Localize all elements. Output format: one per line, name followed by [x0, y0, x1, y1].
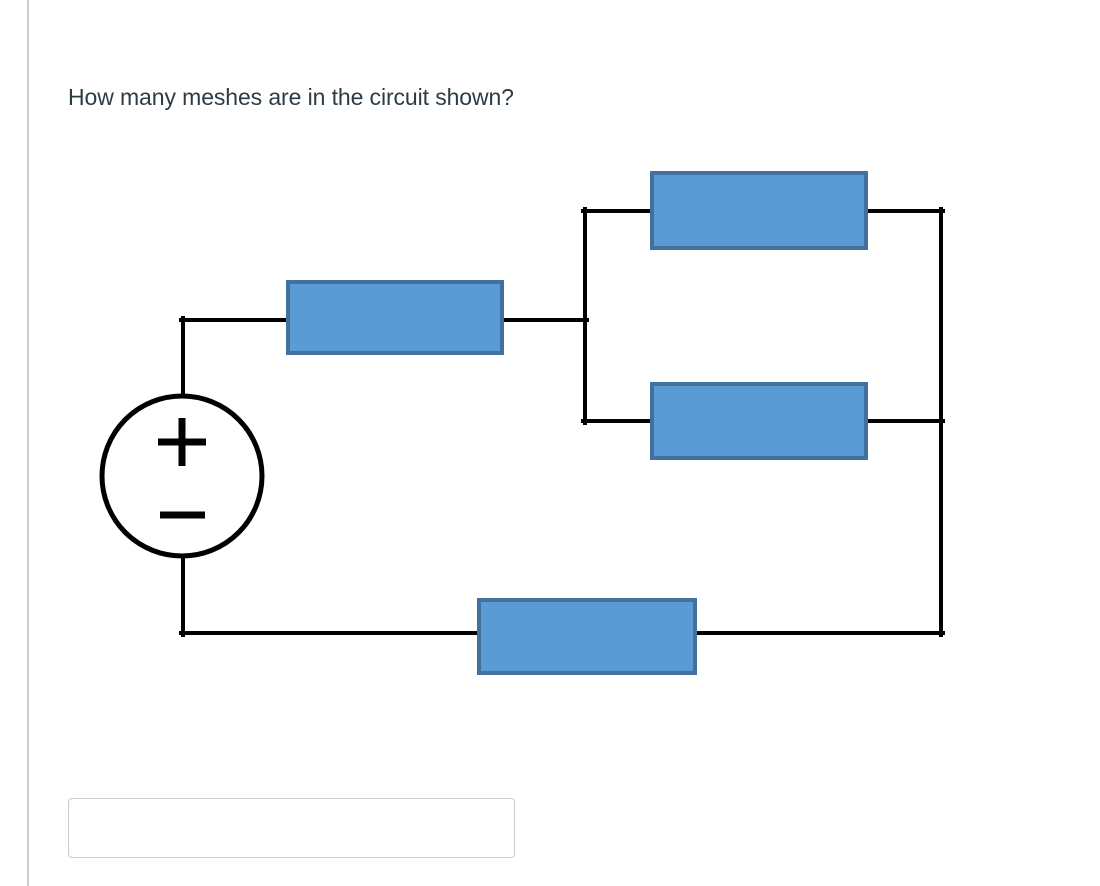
resistor-mid-right: [650, 382, 868, 460]
resistors: [286, 171, 868, 675]
plus-icon: [158, 418, 206, 466]
answer-input[interactable]: [68, 798, 515, 858]
left-divider-rule: [27, 0, 29, 886]
resistor-left: [286, 280, 504, 355]
voltage-source-circle: [99, 393, 265, 559]
resistor-bottom: [477, 598, 697, 675]
circuit-diagram-svg: [99, 171, 945, 675]
circuit-wires: [179, 207, 945, 637]
question-prompt: How many meshes are in the circuit shown…: [68, 84, 514, 110]
voltage-source: [99, 393, 265, 559]
circuit-figure: [99, 171, 945, 675]
resistor-top-right: [650, 171, 868, 250]
